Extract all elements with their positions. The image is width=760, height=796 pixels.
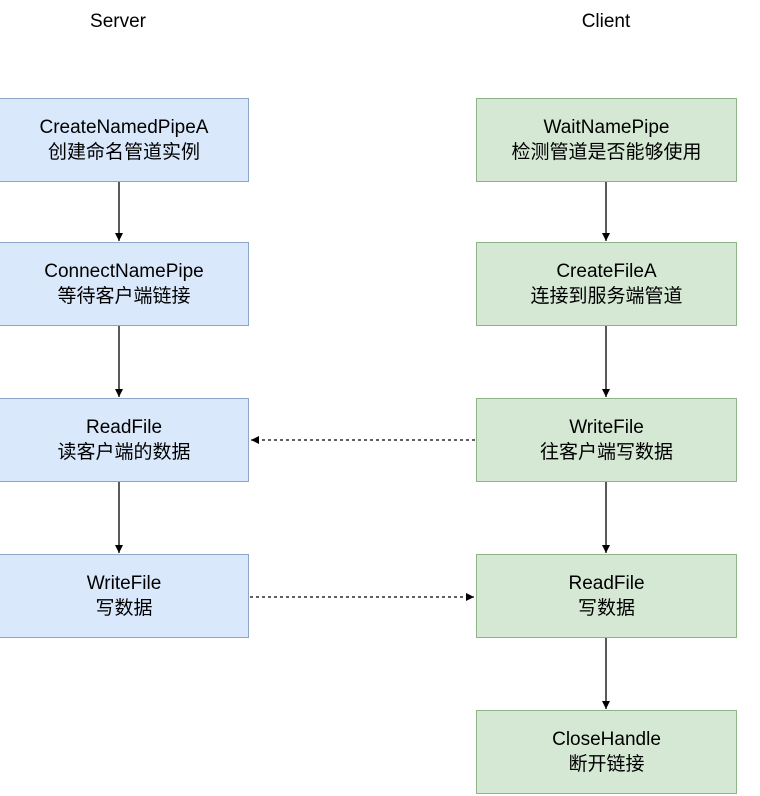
client-step-api: WriteFile: [569, 417, 644, 438]
server-step-api: WriteFile: [86, 573, 162, 594]
client-step-desc: 写数据: [577, 598, 635, 619]
client-step-close-handle: CloseHandle 断开链接: [476, 710, 737, 794]
server-step-desc: 读客户端的数据: [57, 442, 191, 463]
client-step-desc: 连接到服务端管道: [530, 286, 683, 307]
server-step-desc: 创建命名管道实例: [47, 142, 200, 163]
client-column-title: Client: [581, 11, 631, 32]
server-step-write-file: WriteFile 写数据: [0, 554, 249, 638]
server-step-connect-name-pipe: ConnectNamePipe 等待客户端链接: [0, 242, 249, 326]
client-step-api: CreateFileA: [556, 261, 657, 282]
client-step-write-file: WriteFile 往客户端写数据: [476, 398, 737, 482]
server-step-create-named-pipe: CreateNamedPipeA 创建命名管道实例: [0, 98, 249, 182]
server-step-desc: 写数据: [95, 598, 153, 619]
server-step-read-file: ReadFile 读客户端的数据: [0, 398, 249, 482]
server-step-api: ReadFile: [85, 417, 163, 438]
server-step-api: ConnectNamePipe: [44, 261, 204, 282]
client-step-api: CloseHandle: [552, 729, 661, 750]
client-step-desc: 往客户端写数据: [539, 442, 673, 463]
client-step-desc: 检测管道是否能够使用: [511, 142, 702, 163]
server-column-title: Server: [90, 11, 146, 32]
server-step-desc: 等待客户端链接: [57, 286, 191, 307]
client-step-read-file: ReadFile 写数据: [476, 554, 737, 638]
client-step-desc: 断开链接: [568, 754, 645, 775]
client-step-create-file: CreateFileA 连接到服务端管道: [476, 242, 737, 326]
server-step-api: CreateNamedPipeA: [39, 117, 209, 138]
client-step-wait-name-pipe: WaitNamePipe 检测管道是否能够使用: [476, 98, 737, 182]
client-step-api: ReadFile: [568, 573, 645, 594]
client-step-api: WaitNamePipe: [543, 117, 670, 138]
